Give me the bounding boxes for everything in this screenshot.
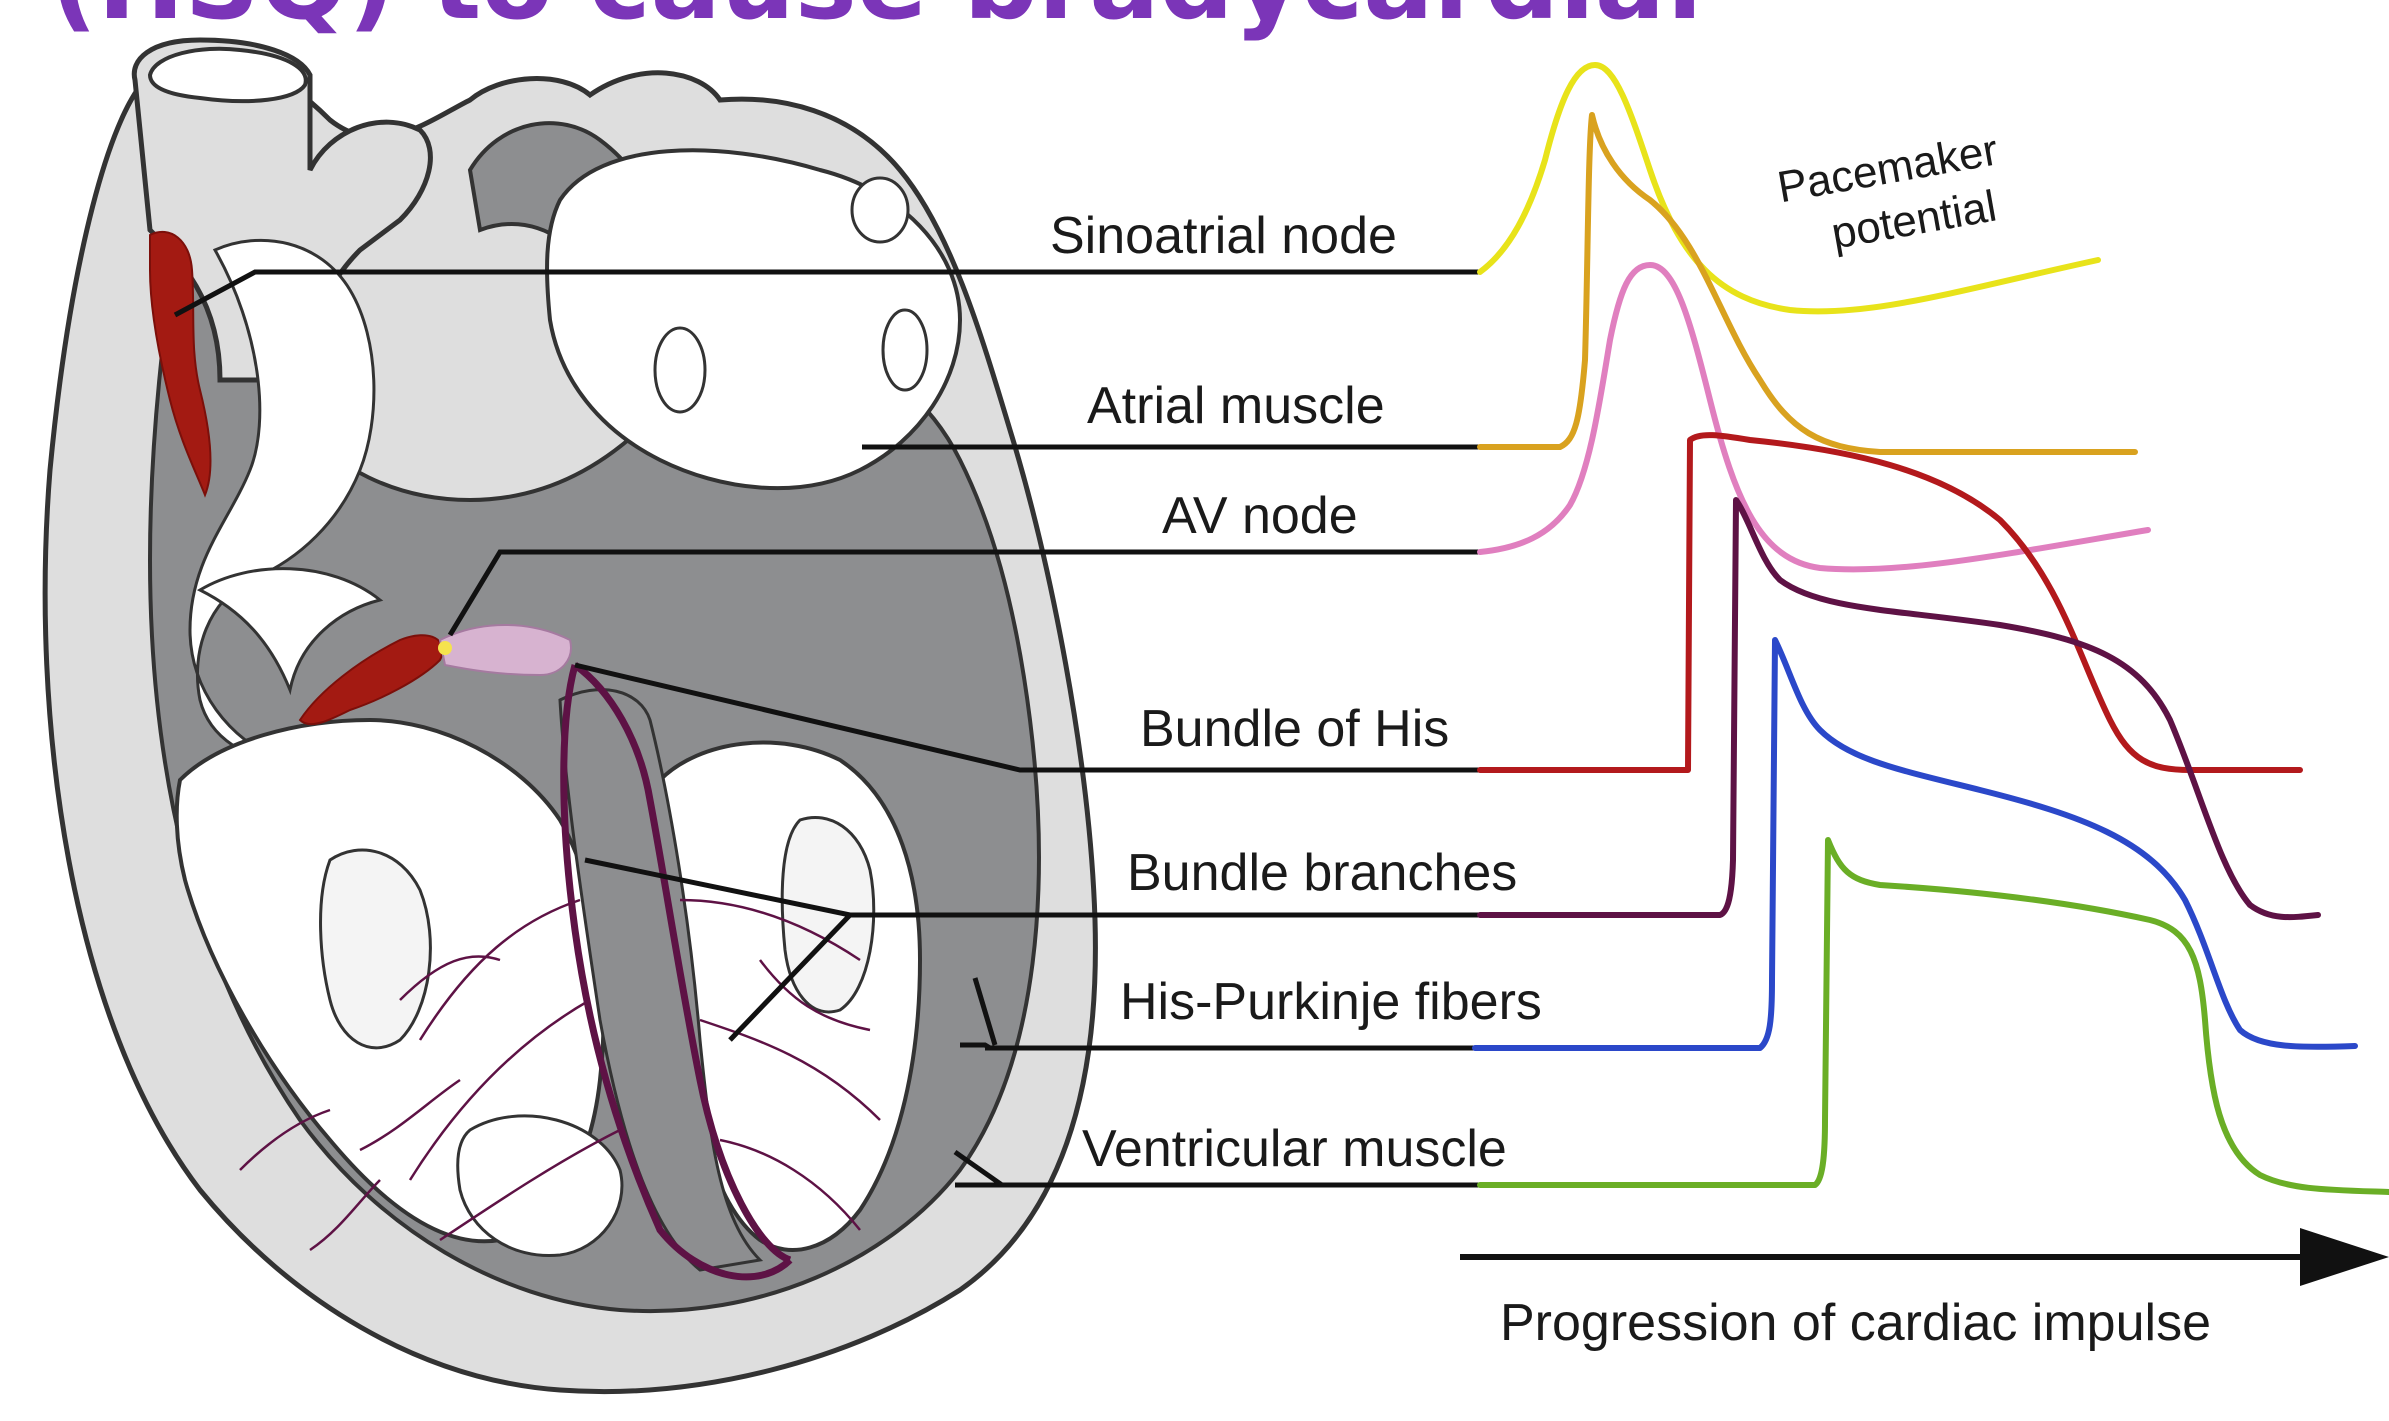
- axis-label-progression: Progression of cardiac impulse: [1500, 1294, 2211, 1352]
- label-sa-node: Sinoatrial node: [1050, 207, 1397, 265]
- label-av-node: AV node: [1162, 487, 1358, 545]
- bundle-of-his-tissue: [440, 625, 571, 675]
- label-his-purkinje: His-Purkinje fibers: [1120, 973, 1542, 1031]
- label-bundle-of-his: Bundle of His: [1140, 700, 1449, 758]
- pulmonary-vein-opening-1: [655, 328, 705, 412]
- label-bundle-branches: Bundle branches: [1127, 844, 1517, 902]
- label-ventricular-muscle: Ventricular muscle: [1082, 1120, 1507, 1178]
- trace-his-purkinje: [1475, 640, 2355, 1048]
- av-junction-marker: [438, 641, 452, 655]
- trace-ventricular-muscle: [1480, 840, 2389, 1192]
- slide-title: (HSQ) to cause bradycardia.: [50, 0, 1705, 43]
- label-atrial-muscle: Atrial muscle: [1087, 377, 1385, 435]
- structure-labels: Sinoatrial node Atrial muscle AV node Bu…: [1050, 207, 1542, 1178]
- papillary-muscle-right: [321, 850, 431, 1048]
- trace-bundle-branches: [1480, 500, 2318, 917]
- pacemaker-label: Pacemaker potential: [1774, 125, 2011, 266]
- heart-illustration: [45, 40, 1095, 1392]
- pulmonary-vein-opening-2: [883, 310, 927, 390]
- progression-arrow: [1460, 1228, 2389, 1286]
- pulmonary-vein-opening-3: [852, 178, 908, 242]
- trace-bundle-of-his: [1480, 435, 2300, 770]
- arrow-head: [2300, 1228, 2389, 1286]
